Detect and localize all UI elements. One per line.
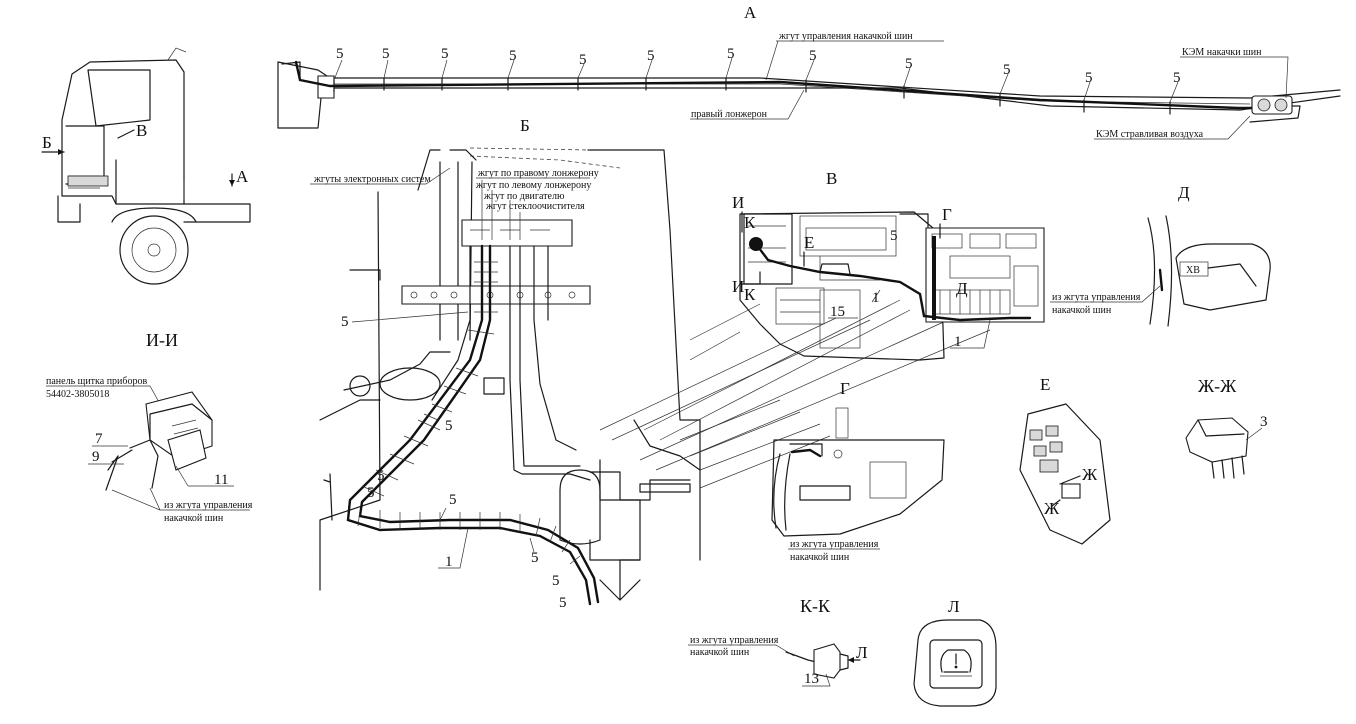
projection-lines [599, 299, 991, 489]
label-kem-release: КЭМ стравливая воздуха [1096, 129, 1204, 140]
callout-5-a1: 5 [336, 46, 344, 62]
view-v-title: В [826, 169, 837, 188]
callout-11-ii: 11 [214, 472, 228, 488]
callout-5-b5: 5 [449, 492, 457, 508]
label-from-harness-g-1: из жгута управления [790, 539, 879, 550]
label-harness-control: жгут управления накачкой шин [778, 31, 913, 42]
callout-5-b1: 5 [341, 314, 349, 330]
label-from-harness-d-1: из жгута управления [1052, 292, 1141, 303]
section-kk: К-К из жгута управления накачкой шин Л 1… [688, 596, 868, 687]
label-harness-wiper: жгут стеклоочистителя [485, 201, 585, 212]
callout-1-v1: 1 [872, 290, 880, 306]
callout-5-b3: 5 [377, 468, 385, 484]
view-e-title: Е [1040, 375, 1050, 394]
label-harness-engine: жгут по двигателю [483, 191, 565, 202]
view-zh-mark-1: Ж [1082, 465, 1098, 484]
callout-7-ii: 7 [95, 431, 103, 447]
view-e-mark: Е [804, 233, 814, 252]
view-g-title: Г [840, 379, 850, 398]
label-panel-line1: панель щитка приборов [46, 376, 147, 387]
tire-pressure-icon [940, 649, 972, 677]
label-right-spar: правый лонжерон [691, 109, 768, 120]
view-d-mark: Д [956, 279, 968, 298]
callout-5-a9: 5 [905, 56, 913, 72]
callout-5-a10: 5 [1003, 62, 1011, 78]
callout-5-a3: 5 [441, 46, 449, 62]
callout-5-a5: 5 [579, 52, 587, 68]
callout-5-v: 5 [890, 228, 898, 244]
view-l-title: Л [948, 597, 960, 616]
view-a-chassis-harness: А [277, 3, 1341, 140]
label-harness-right-spar: жгут по правому лонжерону [477, 168, 599, 179]
view-b-engine-compartment: Б [310, 116, 701, 611]
label-harness-left-spar: жгут по левому лонжерону [475, 180, 591, 191]
label-from-harness-k-1: из жгута управления [690, 635, 779, 646]
callout-5-b8: 5 [559, 595, 567, 611]
label-from-harness-ii-1: из жгута управления [164, 500, 253, 511]
label-xb: XB [1186, 265, 1200, 276]
view-i-mark-bottom: И [732, 277, 744, 296]
callout-5-a7: 5 [727, 46, 735, 62]
callout-5-a2: 5 [382, 46, 390, 62]
callout-5-a6: 5 [647, 48, 655, 64]
view-g: Г из жгута управления накачкой шин [771, 379, 945, 563]
view-k-mark-top: К [744, 213, 756, 232]
section-ii: И-И панель щитка приборов 54402-3805018 … [46, 330, 253, 524]
section-zhzh: Ж-Ж 3 [1185, 376, 1268, 479]
view-d: Д XB из жгута управления накачкой шин [1050, 183, 1271, 327]
label-panel-line2: 54402-3805018 [46, 389, 109, 400]
callout-15-v: 15 [830, 304, 845, 320]
view-v-dashboard: В 5 15 1 1 И [732, 169, 1045, 361]
view-a-mark: А [236, 167, 249, 186]
section-zhzh-title: Ж-Ж [1198, 376, 1237, 396]
callout-9-ii: 9 [92, 449, 100, 465]
view-g-mark: Г [942, 205, 952, 224]
callout-13-kk: 13 [804, 671, 819, 687]
label-kem-inflate: КЭМ накачки шин [1182, 47, 1262, 58]
callout-5-b4: 5 [367, 485, 375, 501]
view-k-mark-bottom: К [744, 285, 756, 304]
view-d-title: Д [1178, 183, 1190, 202]
view-b-mark: Б [42, 133, 52, 152]
callout-5-a8: 5 [809, 48, 817, 64]
callout-1-v2: 1 [954, 334, 962, 350]
label-electronic-harnesses: жгуты электронных систем [313, 174, 431, 185]
callout-5-b2: 5 [445, 418, 453, 434]
view-v-mark: В [136, 121, 147, 140]
callout-5-a4: 5 [509, 48, 517, 64]
callout-1-b: 1 [445, 554, 453, 570]
label-from-harness-k-2: накачкой шин [690, 647, 750, 658]
callout-5-a12: 5 [1173, 70, 1181, 86]
view-e: Е Ж Ж [1019, 375, 1111, 545]
section-ii-title: И-И [146, 330, 178, 350]
callout-5-a11: 5 [1085, 70, 1093, 86]
view-l: Л [913, 597, 997, 707]
label-from-harness-d-2: накачкой шин [1052, 305, 1112, 316]
view-b-title: Б [520, 116, 530, 135]
label-from-harness-ii-2: накачкой шин [164, 513, 224, 524]
view-i-mark-top: И [732, 193, 744, 212]
label-from-harness-g-2: накачкой шин [790, 552, 850, 563]
truck-cab-view: Б В А [41, 47, 251, 285]
callout-3-zhzh: 3 [1260, 414, 1268, 430]
callout-5-b7: 5 [552, 573, 560, 589]
section-kk-title: К-К [800, 596, 831, 616]
view-l-mark: Л [856, 643, 868, 662]
callout-5-b6: 5 [531, 550, 539, 566]
view-a-title: А [744, 3, 757, 22]
